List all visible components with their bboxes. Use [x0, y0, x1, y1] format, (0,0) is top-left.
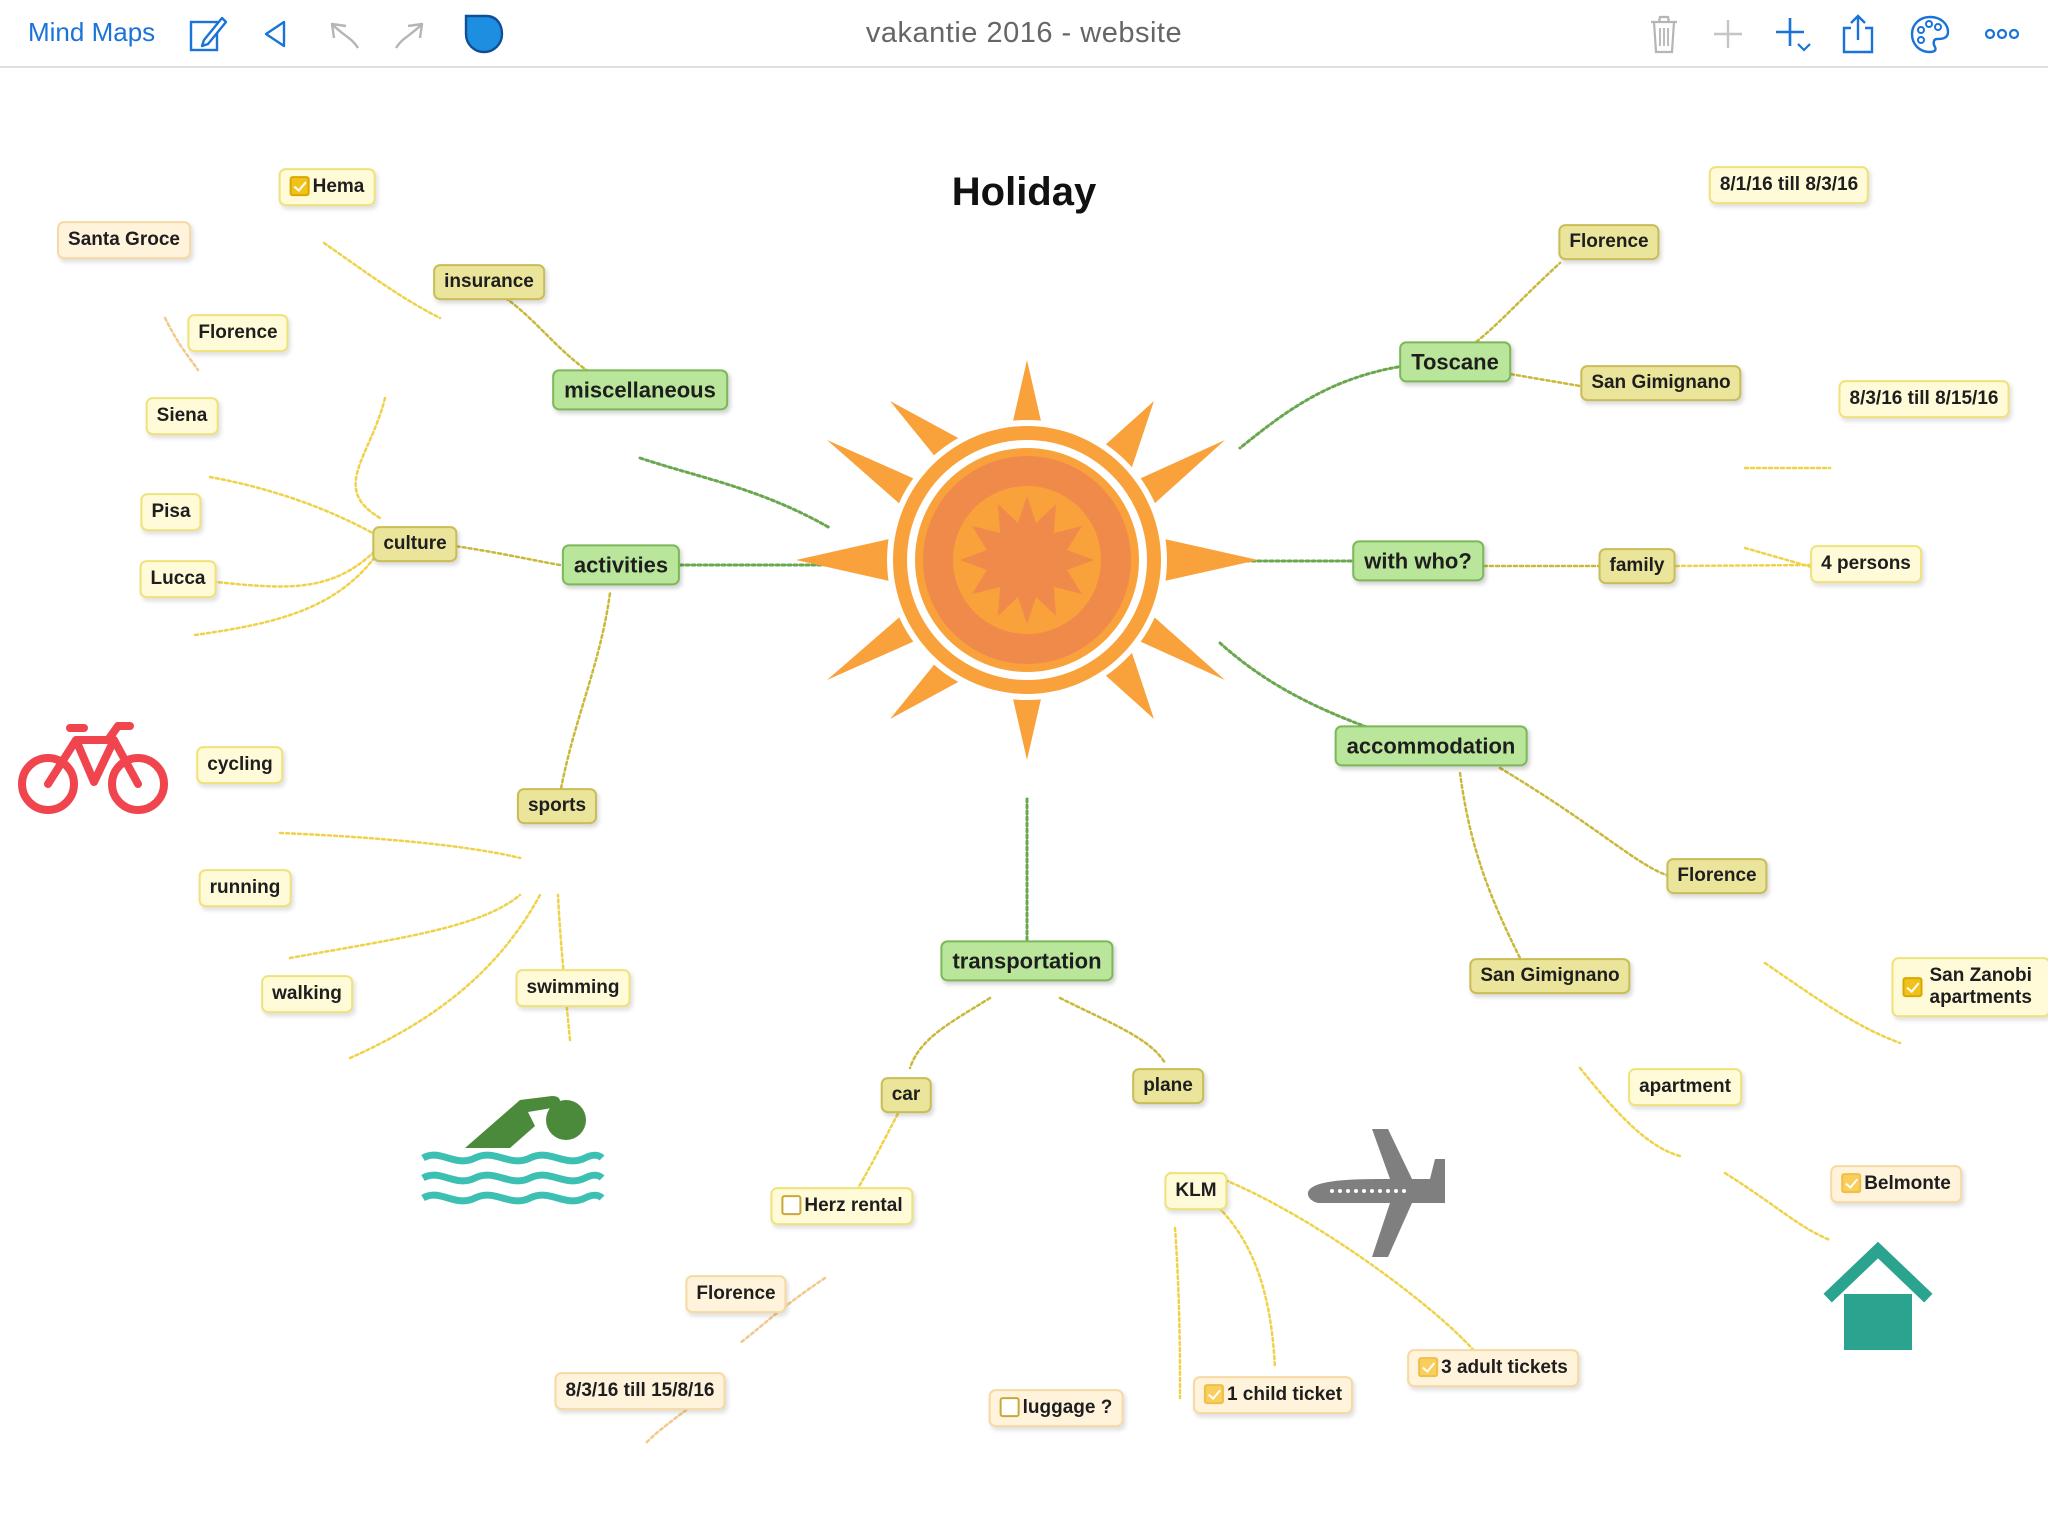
checkbox-unchecked-icon[interactable] — [999, 1397, 1020, 1418]
central-topic[interactable]: Holiday — [951, 170, 1097, 214]
node-insurance[interactable]: insurance — [433, 264, 545, 300]
checkbox-checked-icon[interactable] — [1902, 977, 1923, 997]
node-luggage[interactable]: luggage ? — [988, 1389, 1124, 1427]
node-with-who[interactable]: with who? — [1352, 540, 1484, 582]
redo-icon[interactable] — [388, 12, 432, 56]
node-swimming[interactable]: swimming — [515, 969, 631, 1007]
node-toscane[interactable]: Toscane — [1399, 341, 1511, 383]
checkbox-unchecked-icon[interactable] — [781, 1195, 802, 1216]
node-san-zanobi[interactable]: San Zanobi apartments — [1891, 957, 2048, 1017]
mind-maps-back-button[interactable]: Mind Maps — [28, 17, 156, 47]
node-activities[interactable]: activities — [561, 544, 681, 586]
house-icon — [1823, 1241, 1933, 1350]
node-santa-groce[interactable]: Santa Groce — [57, 221, 191, 259]
node-florence-car[interactable]: Florence — [685, 1275, 787, 1313]
node-florence-toscane[interactable]: Florence — [1558, 224, 1660, 260]
node-san-gimignano-accommodation[interactable]: San Gimignano — [1469, 958, 1631, 994]
connection-lines — [163, 241, 1902, 1446]
node-cycling[interactable]: cycling — [196, 746, 284, 784]
shape-icon[interactable] — [462, 12, 506, 56]
node-lucca[interactable]: Lucca — [139, 560, 217, 598]
node-san-gimignano-dates[interactable]: 8/3/16 till 8/15/16 — [1838, 380, 2010, 418]
node-family[interactable]: family — [1598, 548, 1676, 584]
bicycle-icon — [18, 722, 168, 814]
sun-icon — [796, 360, 1258, 760]
checkbox-checked-icon[interactable] — [1203, 1384, 1224, 1405]
more-icon[interactable] — [1980, 12, 2024, 56]
node-adult-tickets[interactable]: 3 adult tickets — [1407, 1349, 1579, 1387]
node-transportation[interactable]: transportation — [940, 940, 1114, 982]
checkbox-checked-icon[interactable] — [1841, 1173, 1862, 1194]
node-belmonte[interactable]: Belmonte — [1830, 1165, 1962, 1203]
node-accommodation[interactable]: accommodation — [1334, 725, 1528, 767]
edit-icon[interactable] — [186, 12, 230, 56]
node-florence-accommodation[interactable]: Florence — [1666, 858, 1768, 894]
node-sports[interactable]: sports — [516, 788, 598, 824]
node-florence-dates[interactable]: 8/1/16 till 8/3/16 — [1708, 166, 1870, 204]
node-san-gimignano-toscane[interactable]: San Gimignano — [1580, 365, 1742, 401]
node-hema[interactable]: Hema — [278, 168, 376, 206]
undo-icon[interactable] — [322, 12, 366, 56]
palette-icon[interactable] — [1908, 12, 1952, 56]
airplane-icon — [1307, 1129, 1445, 1257]
node-walking[interactable]: walking — [261, 975, 353, 1013]
document-title: vakantie 2016 - website — [865, 17, 1183, 49]
node-florence-culture[interactable]: Florence — [187, 314, 289, 352]
node-klm[interactable]: KLM — [1164, 1172, 1228, 1210]
node-car-dates[interactable]: 8/3/16 till 15/8/16 — [554, 1372, 726, 1410]
node-plane[interactable]: plane — [1132, 1068, 1204, 1104]
node-apartment[interactable]: apartment — [1628, 1068, 1742, 1106]
back-arrow-icon[interactable] — [254, 12, 298, 56]
node-4-persons[interactable]: 4 persons — [1810, 545, 1922, 583]
node-siena[interactable]: Siena — [145, 397, 219, 435]
node-car[interactable]: car — [880, 1077, 932, 1113]
node-pisa[interactable]: Pisa — [140, 493, 202, 531]
toolbar: Mind Maps vakantie 2016 - website — [0, 0, 2048, 68]
swimmer-icon — [421, 1096, 605, 1205]
node-running[interactable]: running — [198, 869, 292, 907]
trash-icon[interactable] — [1642, 12, 1686, 56]
checkbox-checked-icon[interactable] — [289, 176, 310, 197]
node-culture[interactable]: culture — [372, 526, 458, 562]
mind-map-canvas[interactable]: Holiday Hema insurance miscellaneous San… — [0, 68, 2048, 1535]
share-icon[interactable] — [1836, 12, 1880, 56]
node-miscellaneous[interactable]: miscellaneous — [552, 369, 728, 411]
add-icon[interactable] — [1706, 12, 1750, 56]
node-herz-rental[interactable]: Herz rental — [770, 1187, 914, 1225]
node-child-ticket[interactable]: 1 child ticket — [1192, 1376, 1354, 1414]
checkbox-checked-icon[interactable] — [1418, 1357, 1439, 1378]
add-child-icon[interactable] — [1770, 12, 1814, 56]
